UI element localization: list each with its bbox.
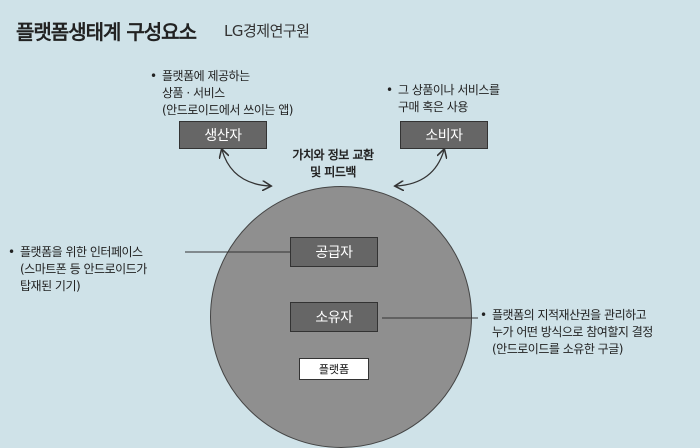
producer-box: 생산자 — [179, 121, 267, 149]
supplier-note-line1: 플랫폼을 위한 인터페이스 — [20, 245, 143, 259]
connector-lines — [185, 0, 478, 319]
bullet: • — [386, 83, 393, 97]
consumer-note: • 그 상품이나 서비스를 구매 혹은 사용 — [386, 82, 500, 116]
producer-note: • 플랫폼에 제공하는 상품 · 서비스 (안드로이드에서 쓰이는 앱) — [150, 68, 293, 119]
consumer-note-line1: 그 상품이나 서비스를 — [398, 83, 500, 97]
owner-note-line2: 누가 어떤 방식으로 참여할지 결정 — [492, 325, 653, 339]
producer-arrow — [222, 150, 270, 186]
owner-note-line1: 플랫폼의 지적재산권을 관리하고 — [492, 308, 647, 322]
exchange-label-line2: 및 피드백 — [310, 165, 356, 179]
consumer-box: 소비자 — [400, 121, 488, 149]
consumer-note-line2: 구매 혹은 사용 — [398, 100, 468, 114]
owner-box: 소유자 — [290, 302, 378, 332]
source-label: LG경제연구원 — [224, 22, 310, 40]
supplier-note-line3: 탑재된 기기) — [20, 279, 81, 293]
consumer-arrow — [396, 150, 444, 186]
platform-box: 플랫폼 — [299, 358, 369, 380]
exchange-label: 가치와 정보 교환 및 피드백 — [286, 147, 380, 181]
producer-note-line3: (안드로이드에서 쓰이는 앱) — [162, 103, 293, 117]
producer-note-line1: 플랫폼에 제공하는 — [162, 69, 250, 83]
bullet: • — [8, 245, 15, 259]
supplier-note-line2: (스마트폰 등 안드로이드가 — [20, 262, 147, 276]
supplier-box: 공급자 — [290, 237, 378, 267]
owner-note-line3: (안드로이드를 소유한 구글) — [492, 342, 623, 356]
producer-note-line2: 상품 · 서비스 — [162, 86, 225, 100]
owner-note: • 플랫폼의 지적재산권을 관리하고 누가 어떤 방식으로 참여할지 결정 (안… — [480, 307, 653, 358]
bullet: • — [480, 308, 487, 322]
diagram-title: 플랫폼생태계 구성요소 — [16, 20, 197, 44]
exchange-label-line1: 가치와 정보 교환 — [292, 148, 374, 162]
bullet: • — [150, 69, 157, 83]
supplier-note: • 플랫폼을 위한 인터페이스 (스마트폰 등 안드로이드가 탑재된 기기) — [8, 244, 147, 295]
